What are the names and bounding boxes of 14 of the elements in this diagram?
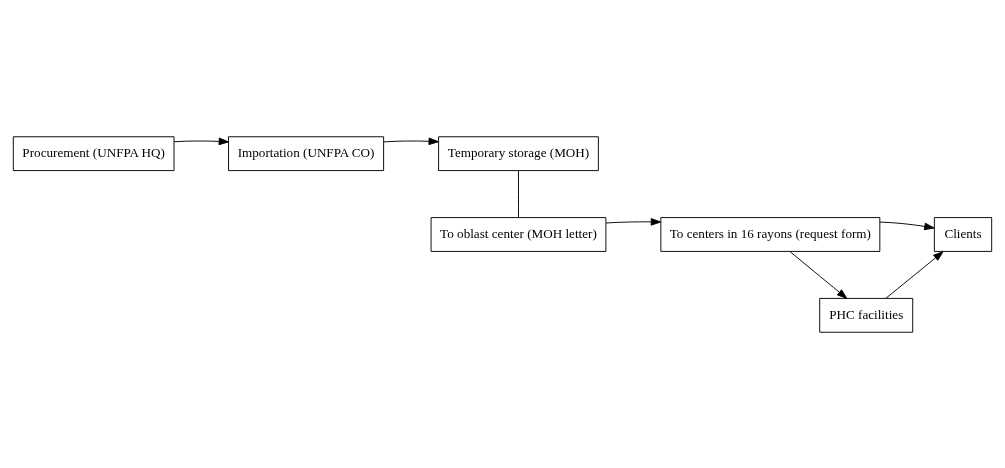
arrow	[789, 250, 848, 299]
node-box: Procurement (UNFPA HQ)	[12, 135, 175, 171]
arrow	[605, 217, 662, 226]
arrow	[885, 250, 944, 299]
node-box: To centers in 16 rayons (request form)	[660, 216, 881, 252]
node-box: To oblast center (MOH letter)	[430, 216, 607, 252]
node-box: Temporary storage (MOH)	[438, 135, 599, 171]
arrow	[173, 137, 229, 145]
connector	[518, 170, 519, 218]
node-box: Clients	[933, 216, 993, 252]
node-box: Importation (UNFPA CO)	[228, 135, 385, 171]
arrow	[383, 137, 439, 145]
node-box: PHC facilities	[819, 297, 914, 333]
arrow	[879, 221, 935, 230]
